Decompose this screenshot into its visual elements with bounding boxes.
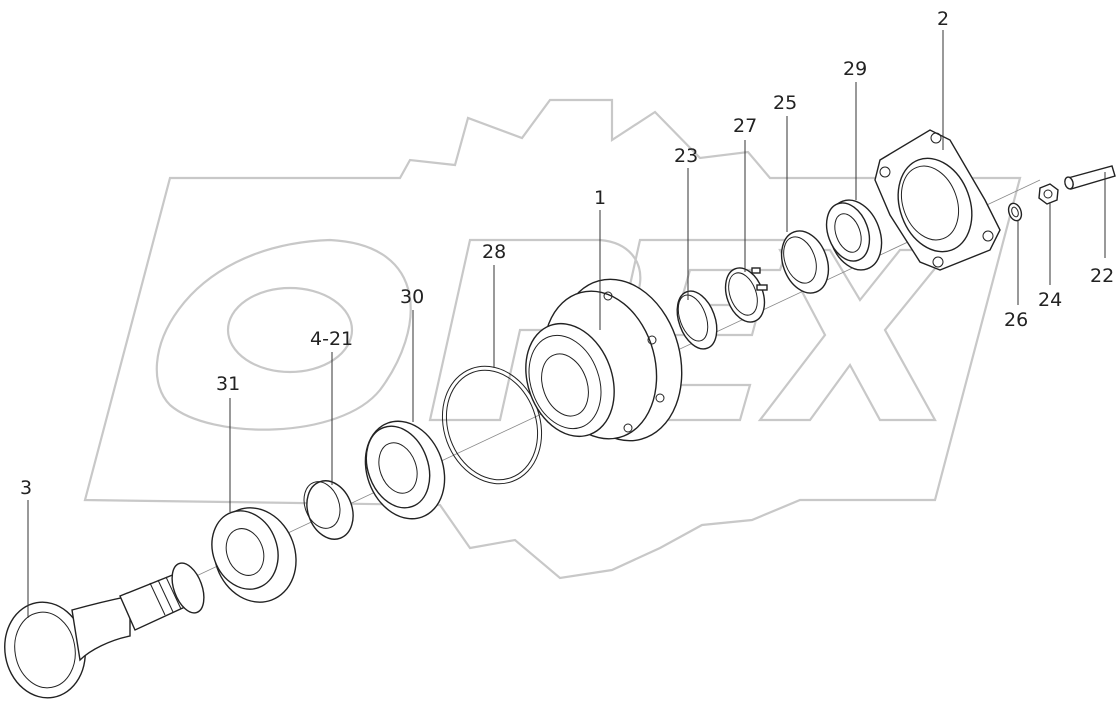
watermark-letter-o-inner (226, 286, 354, 374)
part-25-nut (780, 230, 830, 294)
leader-lines (27, 30, 1106, 618)
part-31-bearing (211, 507, 297, 603)
callout-29: 29 (843, 58, 867, 80)
callout-26: 26 (1004, 309, 1028, 331)
part-30-bearing (364, 420, 446, 520)
callout-31: 31 (216, 373, 240, 395)
part-22-stud (1064, 165, 1116, 190)
part-23-ring (676, 290, 718, 350)
part-3-shaft (4, 562, 205, 699)
callout-4-21: 4-21 (310, 328, 353, 350)
part-4-21-bushing (303, 480, 354, 540)
callout-22: 22 (1090, 265, 1114, 287)
callout-30: 30 (400, 286, 424, 308)
callout-3: 3 (20, 477, 32, 499)
watermark-letter-e (598, 238, 792, 422)
callout-2: 2 (937, 8, 949, 30)
callout-labels: 1 2 3 4-21 22 23 24 25 26 27 28 29 30 31 (20, 8, 1114, 499)
callout-25: 25 (773, 92, 797, 114)
watermark-letter-o (155, 238, 412, 431)
callout-23: 23 (674, 145, 698, 167)
callout-1: 1 (594, 187, 606, 209)
callout-24: 24 (1038, 289, 1062, 311)
callout-28: 28 (482, 241, 506, 263)
part-1-hub (525, 278, 683, 442)
part-24-nut (1038, 183, 1059, 205)
callout-27: 27 (733, 115, 757, 137)
part-29-bearing (825, 199, 883, 271)
watermark-letter-x (757, 248, 953, 422)
part-2-flange-cover (874, 129, 1001, 271)
part-27-lock-washer (724, 267, 768, 323)
